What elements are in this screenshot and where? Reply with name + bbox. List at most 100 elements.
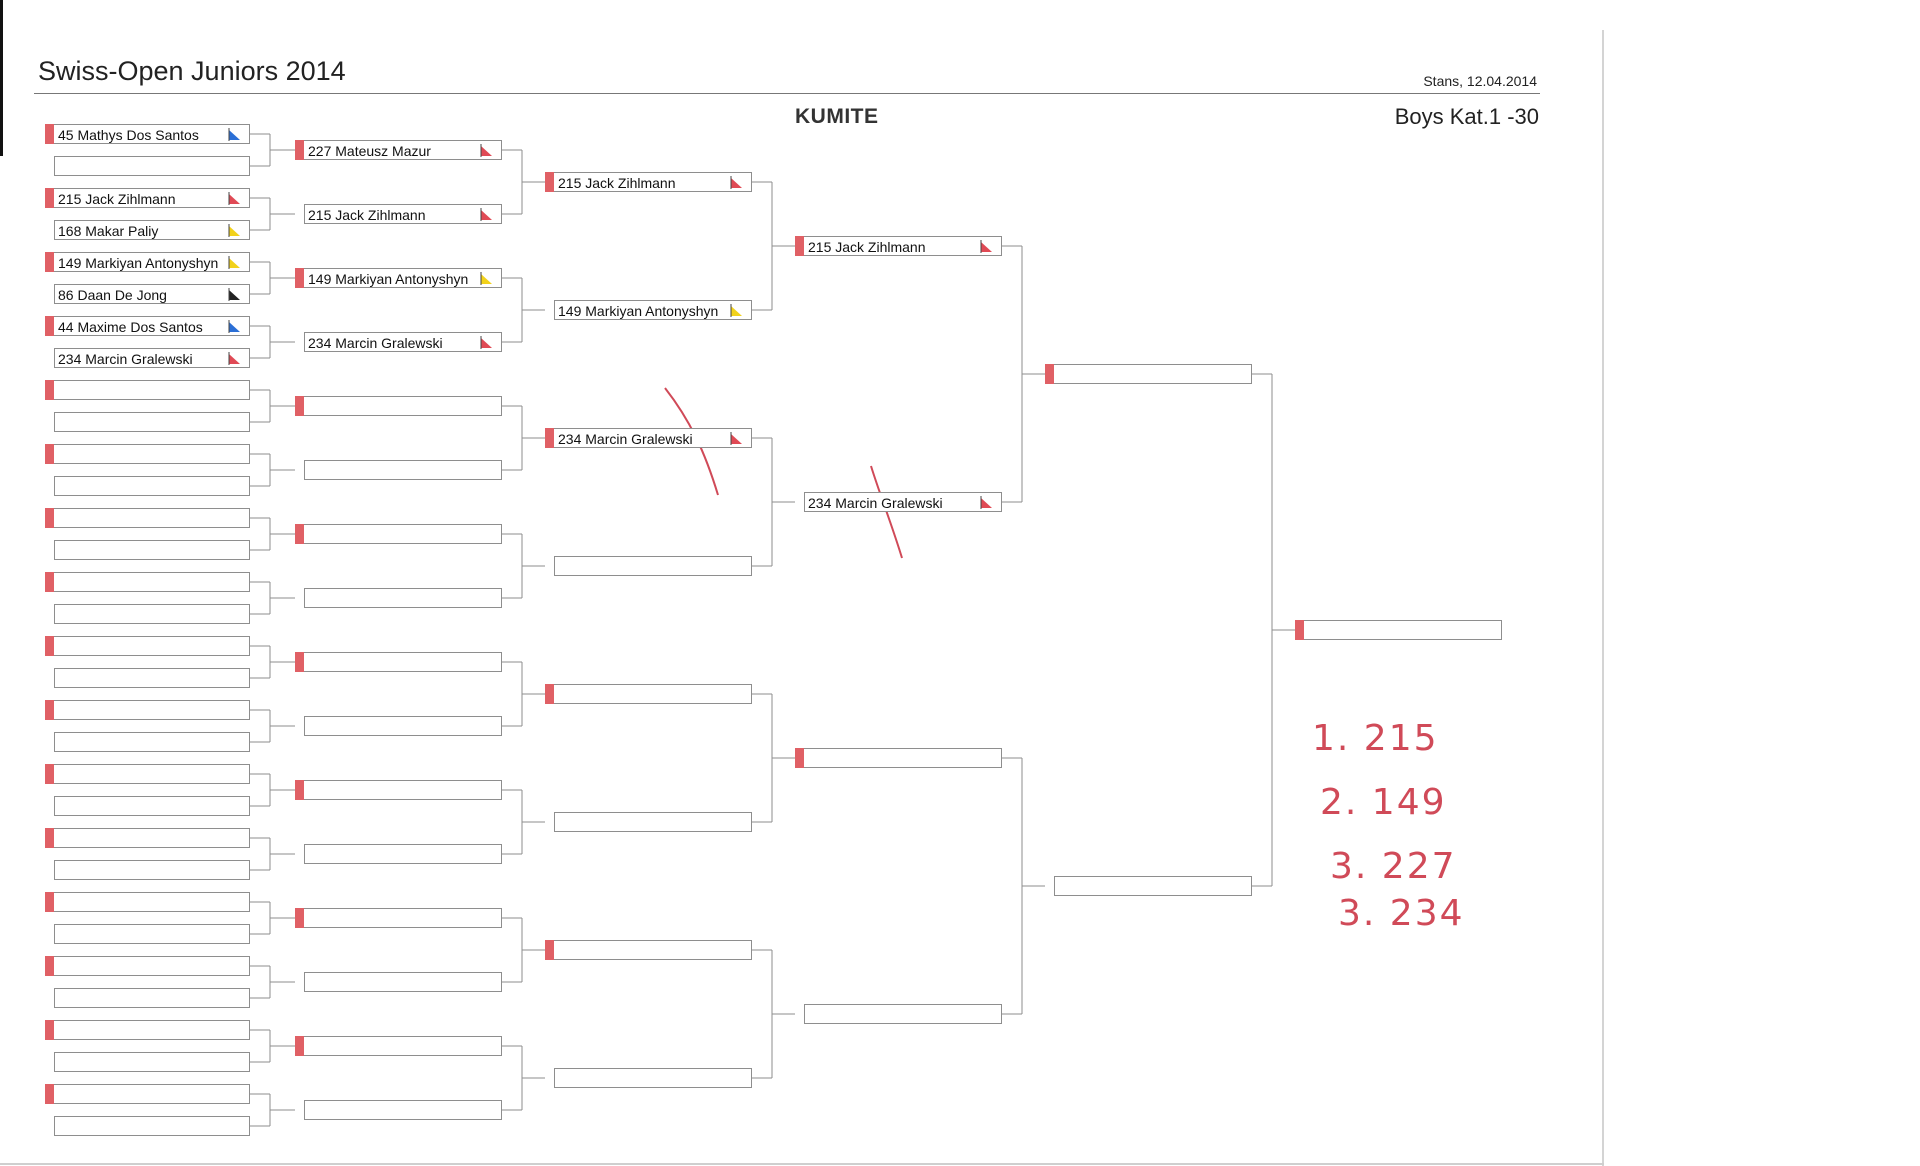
flag-icon-yellow bbox=[730, 304, 742, 317]
competitor-name: 234 Marcin Gralewski bbox=[58, 351, 193, 367]
bracket-slot-r1-3: 215 Jack Zihlmann bbox=[45, 188, 250, 208]
flag-icon-red bbox=[980, 496, 992, 509]
flag-icon-red bbox=[980, 240, 992, 253]
category-label: Boys Kat.1 -30 bbox=[1394, 104, 1539, 129]
bracket-slot-r1-17 bbox=[45, 636, 250, 656]
aka-marker bbox=[45, 380, 54, 400]
aka-marker bbox=[45, 956, 54, 976]
tournament-title: Swiss-Open Juniors 2014 bbox=[38, 56, 346, 86]
ao-marker bbox=[545, 300, 555, 320]
aka-marker bbox=[1045, 364, 1054, 384]
bracket-slot-r1-20 bbox=[45, 732, 250, 752]
aka-marker bbox=[795, 236, 804, 256]
flag-icon-red bbox=[730, 432, 742, 445]
bracket-slot-r1-31 bbox=[45, 1084, 250, 1104]
bracket-slot-r1-27 bbox=[45, 956, 250, 976]
flag-icon-red bbox=[480, 208, 492, 221]
bracket-slot-r1-26 bbox=[45, 924, 250, 944]
aka-marker bbox=[45, 188, 54, 208]
bracket-slot-r1-24 bbox=[45, 860, 250, 880]
bracket-slot-r1-14 bbox=[45, 540, 250, 560]
competitor-name: 45 Mathys Dos Santos bbox=[58, 127, 199, 143]
aka-marker bbox=[45, 1084, 54, 1104]
bracket-slot-r1-6: 86 Daan De Jong bbox=[45, 284, 250, 304]
ao-marker bbox=[295, 460, 305, 480]
ao-marker bbox=[45, 668, 55, 688]
bracket-slot-r3-4 bbox=[545, 556, 752, 576]
bracket-slot-r3-3: 234 Marcin Gralewski bbox=[545, 428, 752, 448]
aka-marker bbox=[295, 908, 304, 928]
bracket-slot-r1-10 bbox=[45, 412, 250, 432]
bracket-slot-r3-2: 149 Markiyan Antonyshyn bbox=[545, 300, 752, 320]
page-edge-bottom bbox=[0, 1163, 1604, 1165]
competitor-name: 215 Jack Zihlmann bbox=[58, 191, 176, 207]
flag-icon-black bbox=[228, 288, 240, 301]
bracket-slot-r5-1 bbox=[1045, 364, 1252, 384]
bracket-slot-r1-32 bbox=[45, 1116, 250, 1136]
bracket-slot-r1-11 bbox=[45, 444, 250, 464]
flag-icon-blue bbox=[228, 128, 240, 141]
bracket-slot-r1-8: 234 Marcin Gralewski bbox=[45, 348, 250, 368]
aka-marker bbox=[545, 684, 554, 704]
flag-icon-red bbox=[228, 352, 240, 365]
ao-marker bbox=[45, 284, 55, 304]
competitor-name: 168 Makar Paliy bbox=[58, 223, 159, 239]
aka-marker bbox=[45, 892, 54, 912]
bracket-slot-r1-22 bbox=[45, 796, 250, 816]
aka-marker bbox=[545, 172, 554, 192]
bracket-slot-r1-21 bbox=[45, 764, 250, 784]
bracket-slot-r1-7: 44 Maxime Dos Santos bbox=[45, 316, 250, 336]
flag-icon-red bbox=[228, 192, 240, 205]
aka-marker bbox=[295, 780, 304, 800]
flag-icon-yellow bbox=[228, 256, 240, 269]
competitor-name: 149 Markiyan Antonyshyn bbox=[308, 271, 469, 287]
bracket-slot-r1-13 bbox=[45, 508, 250, 528]
aka-marker bbox=[295, 396, 304, 416]
discipline-label: KUMITE bbox=[795, 105, 879, 128]
ao-marker bbox=[45, 1116, 55, 1136]
ao-marker bbox=[795, 492, 805, 512]
ao-marker bbox=[45, 860, 55, 880]
scan-edge-mark bbox=[0, 0, 3, 156]
ao-marker bbox=[295, 204, 305, 224]
bracket-slot-r2-8 bbox=[295, 588, 502, 608]
ao-marker bbox=[795, 1004, 805, 1024]
aka-marker bbox=[295, 652, 304, 672]
place-date: Stans, 12.04.2014 bbox=[1423, 73, 1537, 89]
aka-marker bbox=[45, 572, 54, 592]
competitor-name: 215 Jack Zihlmann bbox=[558, 175, 676, 191]
ao-marker bbox=[545, 556, 555, 576]
aka-marker bbox=[1295, 620, 1304, 640]
bracket-slot-r1-19 bbox=[45, 700, 250, 720]
flag-icon-blue bbox=[228, 320, 240, 333]
bracket-slot-r5-2 bbox=[1045, 876, 1252, 896]
aka-marker bbox=[295, 524, 304, 544]
bracket-slot-r3-1: 215 Jack Zihlmann bbox=[545, 172, 752, 192]
flag-icon-yellow bbox=[480, 272, 492, 285]
ao-marker bbox=[45, 540, 55, 560]
bracket-slot-r2-10 bbox=[295, 716, 502, 736]
aka-marker bbox=[295, 140, 304, 160]
competitor-name: 86 Daan De Jong bbox=[58, 287, 167, 303]
ao-marker bbox=[45, 988, 55, 1008]
bracket-slot-r1-5: 149 Markiyan Antonyshyn bbox=[45, 252, 250, 272]
bracket-slot-r2-13 bbox=[295, 908, 502, 928]
bracket-slot-r4-4 bbox=[795, 1004, 1002, 1024]
bracket-slot-r3-7 bbox=[545, 940, 752, 960]
competitor-name: 215 Jack Zihlmann bbox=[808, 239, 926, 255]
bracket-slot-r1-18 bbox=[45, 668, 250, 688]
bracket-slot-r1-29 bbox=[45, 1020, 250, 1040]
ao-marker bbox=[45, 1052, 55, 1072]
aka-marker bbox=[45, 316, 54, 336]
flag-icon-red bbox=[730, 176, 742, 189]
bracket-slot-r2-3: 149 Markiyan Antonyshyn bbox=[295, 268, 502, 288]
bracket-slot-r4-3 bbox=[795, 748, 1002, 768]
competitor-name: 215 Jack Zihlmann bbox=[308, 207, 426, 223]
aka-marker bbox=[295, 268, 304, 288]
bracket-slot-r2-5 bbox=[295, 396, 502, 416]
aka-marker bbox=[45, 764, 54, 784]
bracket-slot-r4-2: 234 Marcin Gralewski bbox=[795, 492, 1002, 512]
bracket-slot-r2-16 bbox=[295, 1100, 502, 1120]
ao-marker bbox=[295, 716, 305, 736]
